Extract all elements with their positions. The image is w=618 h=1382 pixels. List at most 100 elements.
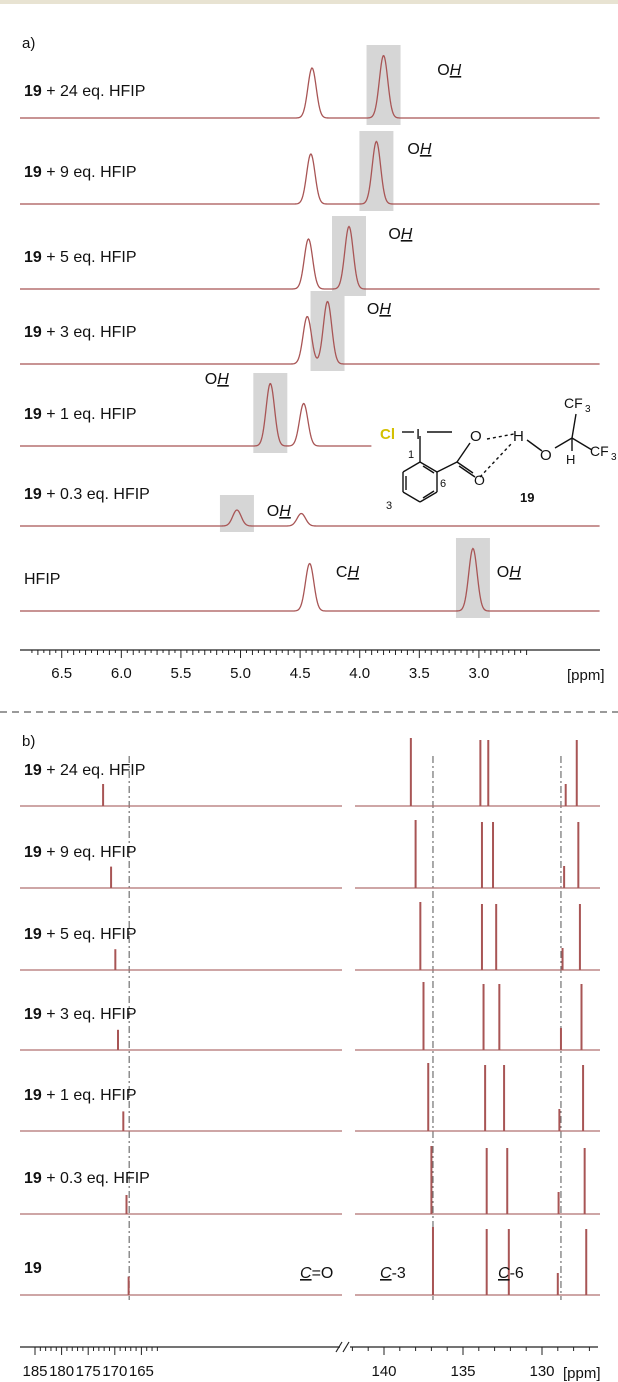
bond (486, 433, 515, 440)
series-label-num: 19 (24, 83, 42, 100)
oh-highlight-box (331, 216, 366, 296)
panel-b-spectrum-2: 19 + 5 eq. HFIP (20, 902, 600, 971)
bond (419, 491, 438, 503)
peak-annotation: OH (388, 226, 412, 243)
series-label: 19 + 1 eq. HFIP (24, 1087, 137, 1104)
x-unit-label: [ppm] (567, 667, 605, 684)
series-label-rest: + 5 eq. HFIP (42, 926, 137, 943)
peak-annotation: OH (497, 564, 521, 581)
bond (402, 491, 421, 503)
spectrum-trace (20, 547, 600, 612)
series-label: 19 + 3 eq. HFIP (24, 324, 137, 341)
series-label-num: 19 (24, 324, 42, 341)
series-label: 19 + 5 eq. HFIP (24, 249, 137, 266)
series-label-num: 19 (24, 762, 42, 779)
x-tick-label: 4.5 (290, 665, 311, 682)
hfip-oxygen: O (540, 447, 552, 464)
x-tick-label: 170 (102, 1363, 127, 1380)
series-label: HFIP (24, 571, 60, 588)
series-label: 19 + 5 eq. HFIP (24, 926, 137, 943)
bond (479, 442, 513, 478)
oh-highlight-box (359, 131, 394, 211)
hfip-ch-hydrogen: H (566, 452, 575, 467)
series-label-rest: + 1 eq. HFIP (42, 406, 137, 423)
peak-annotation: OH (407, 141, 431, 158)
series-label-num: 19 (24, 486, 42, 503)
panel-a-label: a) (22, 35, 35, 52)
panel-b-spectrum-0: 19 + 24 eq. HFIP (20, 738, 600, 807)
peak-annotation-text: OH (367, 301, 391, 318)
spectrum-trace (20, 140, 600, 205)
series-label-num: 19 (24, 164, 42, 181)
carbonyl-annotation: C=O (300, 1265, 333, 1282)
panel-b-spectrum-4: 19 + 1 eq. HFIP (20, 1063, 600, 1132)
peak-annotation-pre: O (205, 371, 217, 388)
peak-annotation-ul: H (379, 301, 391, 318)
series-label-num: 19 (24, 844, 42, 861)
c6-annotation: C-6 (498, 1265, 524, 1282)
series-label: 19 + 3 eq. HFIP (24, 1006, 137, 1023)
ring-locant-6: 6 (440, 478, 446, 490)
axis-break-mark (342, 1341, 350, 1353)
series-label: 19 + 24 eq. HFIP (24, 83, 145, 100)
series-label-rest: + 3 eq. HFIP (42, 324, 137, 341)
series-label: 19 + 24 eq. HFIP (24, 762, 145, 779)
carbonyl-annotation-ul: C (300, 1265, 312, 1282)
bond (458, 465, 476, 478)
panel-a-spectrum-0: 19 + 24 eq. HFIP OH (20, 45, 600, 125)
series-label-num: 19 (24, 406, 42, 423)
peak-annotation-ul: H (401, 226, 413, 243)
x-tick-label: 6.5 (51, 665, 72, 682)
peak-annotation-pre: O (388, 226, 400, 243)
cf3-right: CF (590, 443, 609, 459)
panel-b-spectrum-6: 19 (20, 1227, 600, 1296)
oh-highlight-box (310, 291, 345, 371)
c3-annotation-text: C-3 (380, 1265, 406, 1282)
bridging-hydrogen: H (513, 428, 524, 445)
cf3-top: CF (564, 395, 583, 411)
series-label: 19 + 0.3 eq. HFIP (24, 486, 150, 503)
peak-annotation-text: OH (407, 141, 431, 158)
series-label-num: 19 (24, 1260, 42, 1277)
peak-annotation-pre: O (267, 503, 279, 520)
carbonyl-oxygen-2: O (474, 472, 485, 488)
c3-annotation: C-3 (380, 1265, 406, 1282)
peak-annotation-ul: H (279, 503, 291, 520)
peak-annotation-text: CH (336, 564, 360, 581)
series-label-num: 19 (24, 1006, 42, 1023)
bond (571, 437, 593, 451)
peak-annotation-text: OH (388, 226, 412, 243)
peak-annotation-pre: O (497, 564, 509, 581)
panel-b-spectrum-1: 19 + 9 eq. HFIP (20, 820, 600, 889)
iodine-atom: I (416, 426, 420, 443)
peak-annotation-text: OH (437, 62, 461, 79)
carbonyl-annotation-text: C=O (300, 1265, 333, 1282)
x-tick-label: 6.0 (111, 665, 132, 682)
oh-highlight-box (366, 45, 401, 125)
panel-a-spectrum-6: HFIP CH OH (20, 538, 600, 618)
bond (526, 439, 543, 452)
panel-a-spectrum-5: 19 + 0.3 eq. HFIP OH (20, 486, 600, 532)
x-tick-label: 185 (22, 1363, 47, 1380)
bond (456, 442, 471, 463)
bond (402, 461, 421, 473)
bond (554, 437, 573, 449)
panel-a-spectrum-3: 19 + 3 eq. HFIP OH (20, 291, 600, 371)
c3-annotation-ul: C (380, 1265, 392, 1282)
bond (422, 465, 435, 474)
series-label-rest: + 0.3 eq. HFIP (42, 1170, 150, 1187)
carbonyl-oxygen-1: O (470, 428, 482, 445)
peak-annotation-pre: O (407, 141, 419, 158)
series-label-rest: + 1 eq. HFIP (42, 1087, 137, 1104)
peak-annotation: OH (205, 371, 229, 388)
peak-annotation-ul: H (450, 62, 462, 79)
x-tick-label: 5.5 (170, 665, 191, 682)
c3-annotation-post: -3 (392, 1265, 406, 1282)
panel-b-spectrum-3: 19 + 3 eq. HFIP (20, 982, 600, 1051)
spectrum-trace (20, 225, 600, 290)
series-label: 19 + 0.3 eq. HFIP (24, 1170, 150, 1187)
